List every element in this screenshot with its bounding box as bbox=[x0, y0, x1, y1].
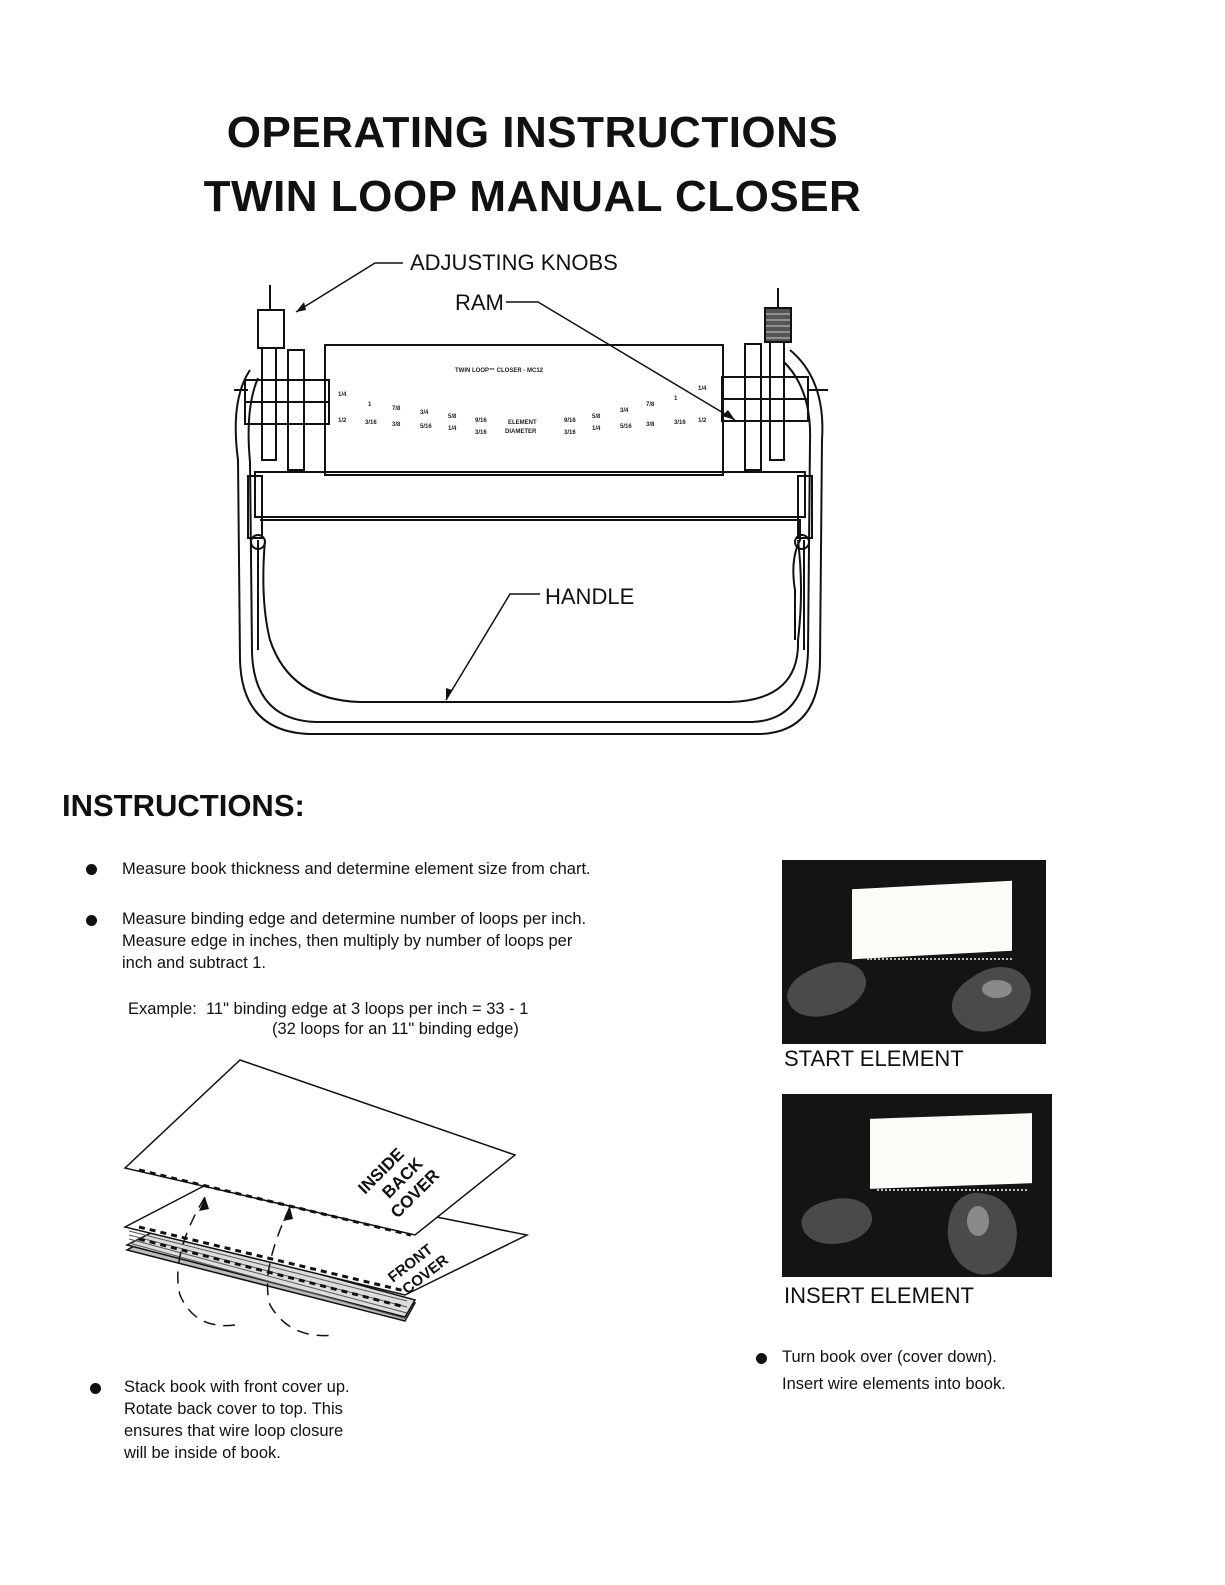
svg-text:1/2: 1/2 bbox=[338, 418, 347, 424]
size-labels-right-bottom: 3/16 1/4 5/16 3/8 3/16 1/2 bbox=[564, 418, 707, 436]
handle-frame bbox=[234, 349, 824, 735]
svg-text:3/16: 3/16 bbox=[564, 430, 576, 436]
bullet-icon bbox=[756, 1353, 767, 1364]
start-element-photo bbox=[782, 860, 1046, 1044]
svg-text:3/16: 3/16 bbox=[674, 420, 686, 426]
element-diameter-label-1: ELEMENT bbox=[508, 420, 537, 426]
panel-title: TWIN LOOP™ CLOSER - MC12 bbox=[455, 367, 544, 374]
step-2-text: Measure binding edge and determine numbe… bbox=[122, 910, 587, 972]
page-title: OPERATING INSTRUCTIONS bbox=[226, 108, 839, 157]
bullet-icon bbox=[86, 864, 97, 875]
step-4-text: Turn book over (cover down). Insert wire… bbox=[782, 1348, 1006, 1393]
svg-text:1: 1 bbox=[674, 396, 678, 402]
svg-text:3/4: 3/4 bbox=[620, 408, 629, 414]
svg-text:7/8: 7/8 bbox=[646, 402, 655, 408]
page-subtitle: TWIN LOOP MANUAL CLOSER bbox=[203, 172, 862, 221]
svg-text:1/4: 1/4 bbox=[592, 426, 601, 432]
element-diameter-label-2: DIAMETER bbox=[505, 429, 537, 435]
machine-diagram: TWIN LOOP™ CLOSER - MC12 ELEMENT DIAMETE… bbox=[234, 262, 828, 735]
svg-text:9/16: 9/16 bbox=[475, 418, 487, 424]
step-1-text: Measure book thickness and determine ele… bbox=[122, 860, 591, 878]
svg-text:5/16: 5/16 bbox=[620, 424, 632, 430]
start-element-caption: START ELEMENT bbox=[784, 1046, 964, 1071]
size-labels-left-bottom: 1/2 3/16 3/8 5/16 1/4 3/16 bbox=[338, 418, 487, 436]
svg-text:5/8: 5/8 bbox=[448, 414, 457, 420]
handle-leader bbox=[445, 593, 540, 701]
size-labels-left-top: 1/4 1 7/8 3/4 5/8 9/16 bbox=[338, 392, 487, 424]
adjusting-knobs-leader bbox=[295, 262, 403, 313]
svg-text:5/8: 5/8 bbox=[592, 414, 601, 420]
ram-leader bbox=[506, 301, 736, 421]
book-stack-diagram: INSIDE BACK COVER FRONT COVER bbox=[122, 1059, 530, 1337]
example-line-2: (32 loops for an 11" binding edge) bbox=[272, 1020, 519, 1038]
adjusting-knobs-label: ADJUSTING KNOBS bbox=[410, 250, 618, 275]
step-3-text: Stack book with front cover up. Rotate b… bbox=[124, 1378, 350, 1462]
svg-text:3/16: 3/16 bbox=[365, 420, 377, 426]
svg-text:1/4: 1/4 bbox=[698, 386, 707, 392]
bullet-icon bbox=[90, 1383, 101, 1394]
instructions-heading: INSTRUCTIONS: bbox=[62, 788, 305, 823]
handle-label: HANDLE bbox=[545, 584, 635, 609]
size-labels-right-top: 9/16 5/8 3/4 7/8 1 1/4 bbox=[564, 386, 707, 424]
svg-text:3/4: 3/4 bbox=[420, 410, 429, 416]
insert-element-caption: INSERT ELEMENT bbox=[784, 1283, 974, 1308]
svg-text:7/8: 7/8 bbox=[392, 406, 401, 412]
svg-text:9/16: 9/16 bbox=[564, 418, 576, 424]
bullet-icon bbox=[86, 915, 97, 926]
example-line-1: Example: 11" binding edge at 3 loops per… bbox=[128, 1000, 529, 1018]
svg-text:3/8: 3/8 bbox=[392, 422, 401, 428]
svg-text:1/4: 1/4 bbox=[338, 392, 347, 398]
svg-text:3/16: 3/16 bbox=[475, 430, 487, 436]
svg-text:1: 1 bbox=[368, 402, 372, 408]
svg-text:3/8: 3/8 bbox=[646, 422, 655, 428]
svg-text:5/16: 5/16 bbox=[420, 424, 432, 430]
insert-element-photo bbox=[782, 1094, 1052, 1277]
ram-label: RAM bbox=[455, 290, 504, 315]
svg-text:1/4: 1/4 bbox=[448, 426, 457, 432]
svg-text:1/2: 1/2 bbox=[698, 418, 707, 424]
